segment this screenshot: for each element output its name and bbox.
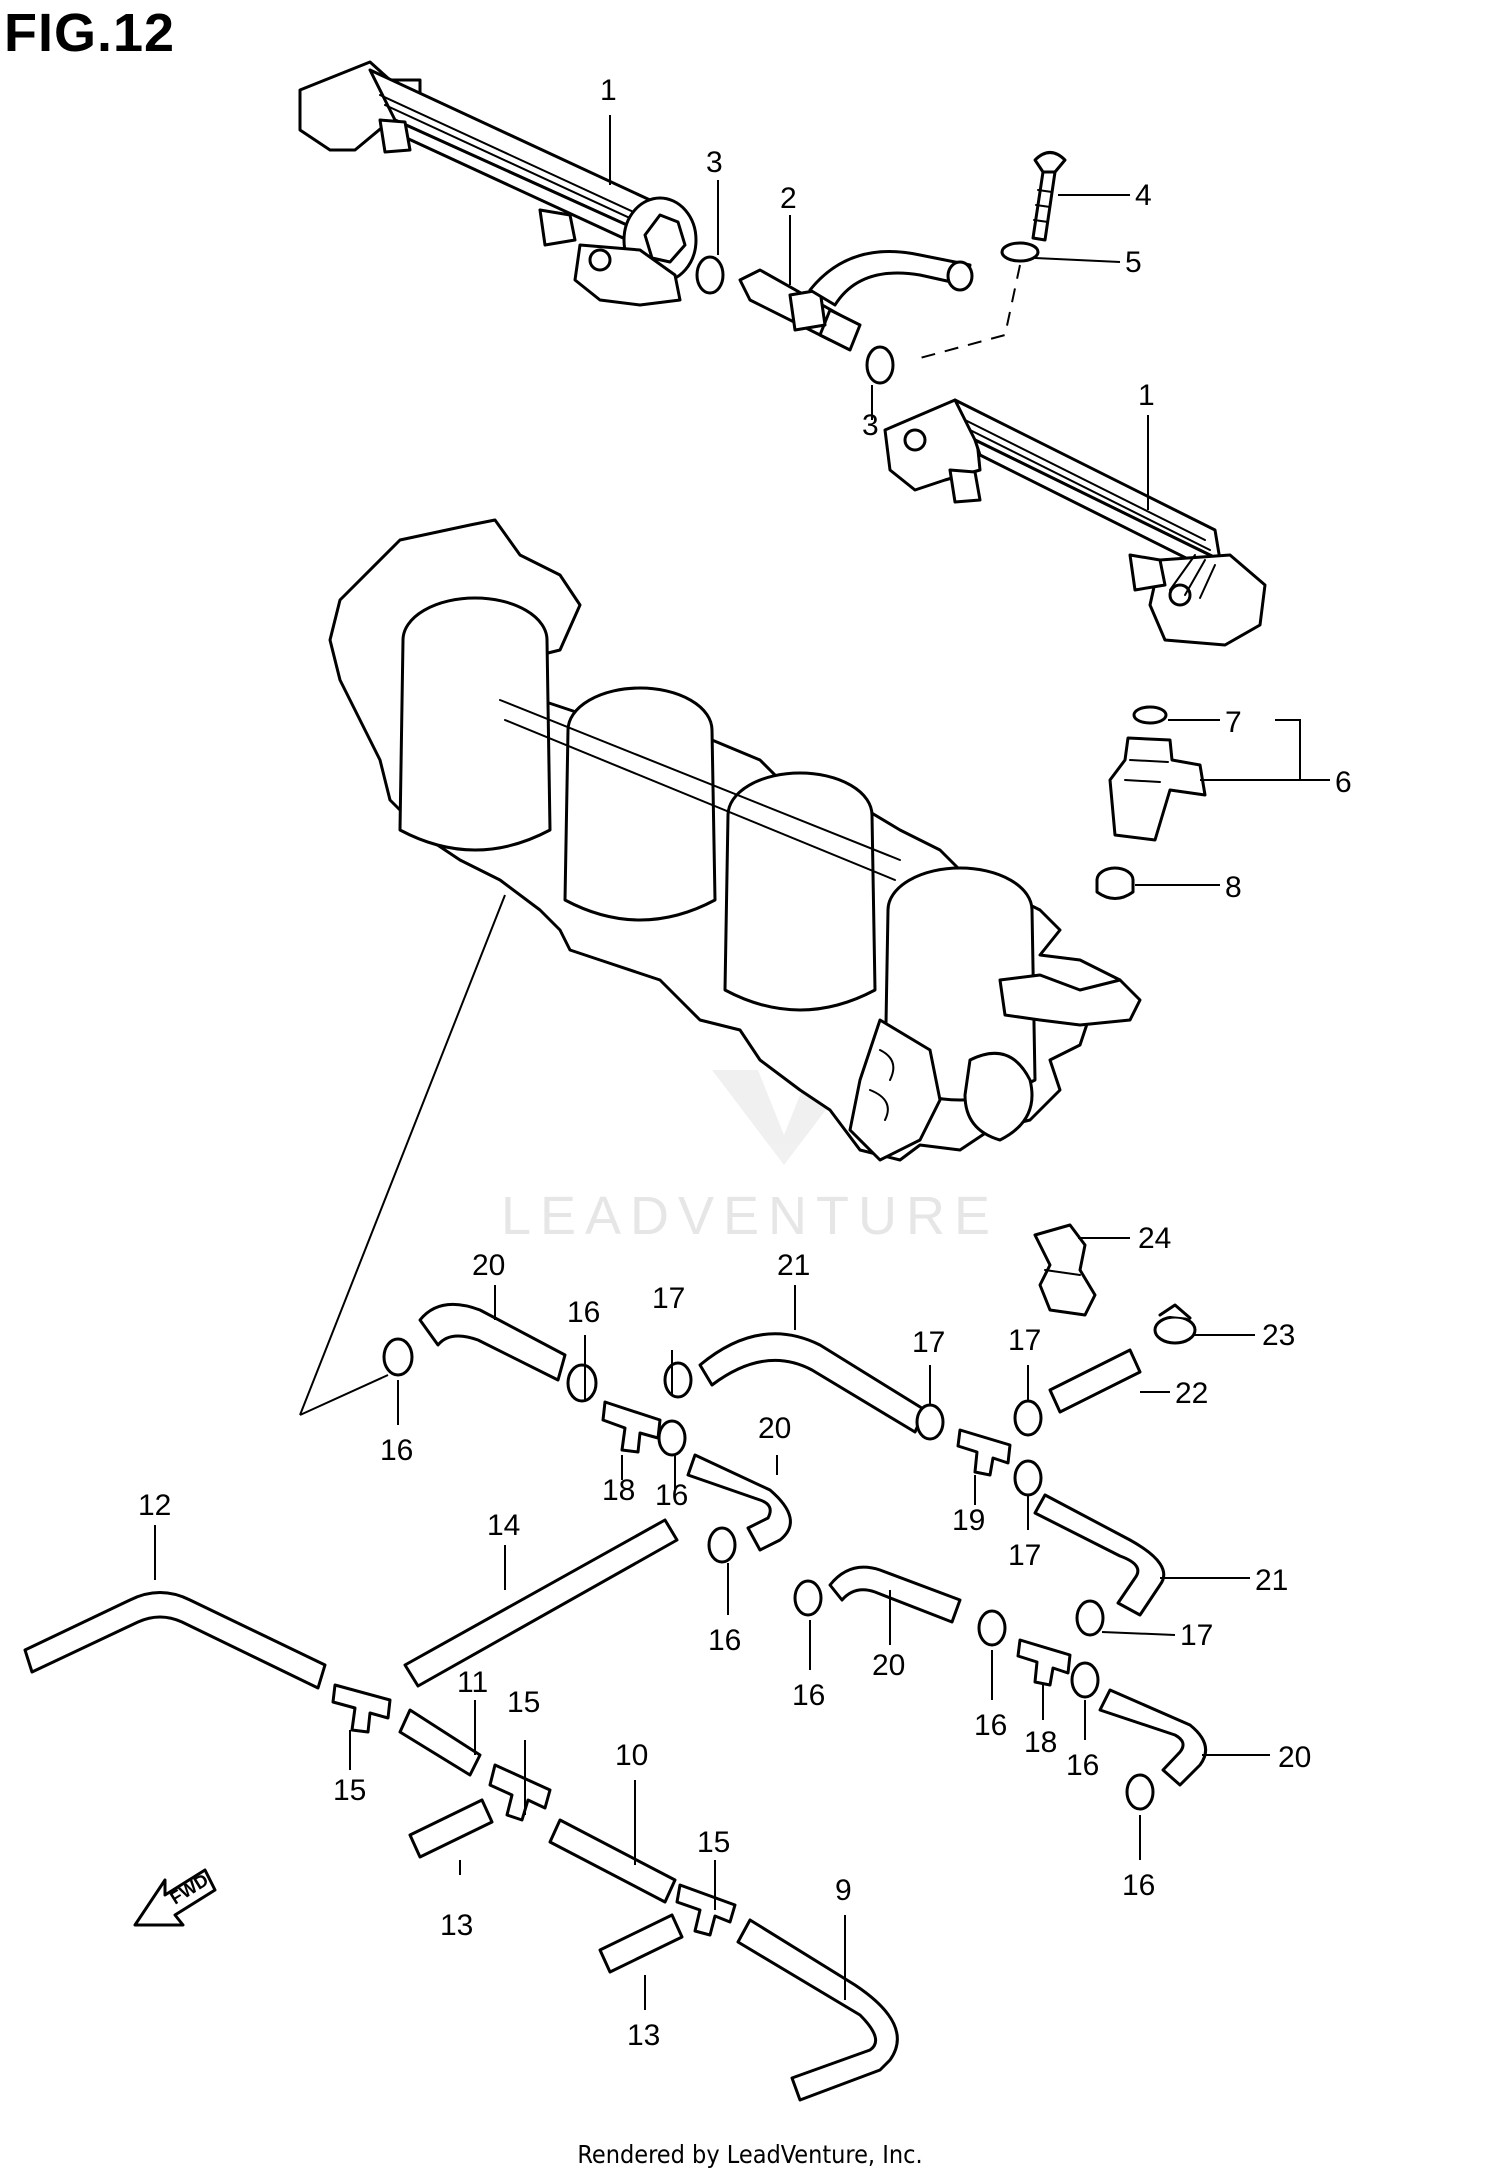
callout-15: 15 xyxy=(697,1826,730,1859)
fuel-injector xyxy=(1095,705,1207,900)
callout-16: 16 xyxy=(792,1679,825,1712)
leader-throttle-to-hoses xyxy=(299,894,506,1416)
figure-title: FIG.12 xyxy=(4,3,176,63)
callout-16: 16 xyxy=(567,1296,600,1329)
callout-5: 5 xyxy=(1125,246,1142,279)
callout-20: 20 xyxy=(472,1249,505,1282)
callout-18: 18 xyxy=(602,1474,635,1507)
callout-7: 7 xyxy=(1225,706,1242,739)
callout-1: 1 xyxy=(1138,379,1155,412)
callout-21: 21 xyxy=(1255,1564,1288,1597)
callout-14: 14 xyxy=(487,1509,520,1542)
watermark-text: LEADVENTURE xyxy=(500,1186,1000,1246)
fwd-arrow-icon: FWD xyxy=(133,1868,217,1927)
callout-24: 24 xyxy=(1138,1222,1171,1255)
callout-19: 19 xyxy=(952,1504,985,1537)
callout-8: 8 xyxy=(1225,871,1242,904)
footer-credit: Rendered by LeadVenture, Inc. xyxy=(577,2140,923,2169)
callout-18: 18 xyxy=(1024,1726,1057,1759)
fuel-rail-upper xyxy=(298,60,698,307)
callout-16: 16 xyxy=(380,1434,413,1467)
callout-16: 16 xyxy=(974,1709,1007,1742)
callout-9: 9 xyxy=(835,1874,852,1907)
callout-13: 13 xyxy=(440,1909,473,1942)
callout-15: 15 xyxy=(333,1774,366,1807)
callout-23: 23 xyxy=(1262,1319,1295,1352)
callout-20: 20 xyxy=(1278,1741,1311,1774)
callout-3: 3 xyxy=(706,146,723,179)
t-fittings xyxy=(331,1400,1072,1937)
callout-16: 16 xyxy=(1122,1869,1155,1902)
callout-labels: 1 1 2 3 3 4 5 6 7 8 9 10 11 12 13 13 14 … xyxy=(138,74,1352,2052)
callout-17: 17 xyxy=(1008,1324,1041,1357)
callout-4: 4 xyxy=(1135,179,1152,212)
callout-21: 21 xyxy=(777,1249,810,1282)
clip-24 xyxy=(1033,1223,1097,1317)
callout-13: 13 xyxy=(627,2019,660,2052)
callout-20: 20 xyxy=(872,1649,905,1682)
callout-17: 17 xyxy=(1180,1619,1213,1652)
throttle-body-assembly xyxy=(328,518,1142,1162)
hose-set xyxy=(23,1302,1208,2102)
callout-16: 16 xyxy=(708,1624,741,1657)
bolt-and-washer xyxy=(919,151,1067,359)
callout-16: 16 xyxy=(1066,1749,1099,1782)
callout-20: 20 xyxy=(758,1412,791,1445)
callout-6: 6 xyxy=(1335,766,1352,799)
callout-22: 22 xyxy=(1175,1377,1208,1410)
callout-17: 17 xyxy=(912,1326,945,1359)
callout-12: 12 xyxy=(138,1489,171,1522)
callout-3: 3 xyxy=(862,409,879,442)
callout-15: 15 xyxy=(507,1686,540,1719)
callout-17: 17 xyxy=(1008,1539,1041,1572)
callout-1: 1 xyxy=(600,74,617,107)
callout-2: 2 xyxy=(780,182,797,215)
callout-16: 16 xyxy=(655,1479,688,1512)
leader-lines xyxy=(154,115,1330,2010)
fuel-pipe xyxy=(695,250,974,385)
callout-10: 10 xyxy=(615,1739,648,1772)
clamp-23 xyxy=(1153,1303,1197,1345)
callout-11: 11 xyxy=(457,1666,488,1699)
callout-17: 17 xyxy=(652,1282,685,1315)
fuel-rail-lower xyxy=(883,398,1267,647)
